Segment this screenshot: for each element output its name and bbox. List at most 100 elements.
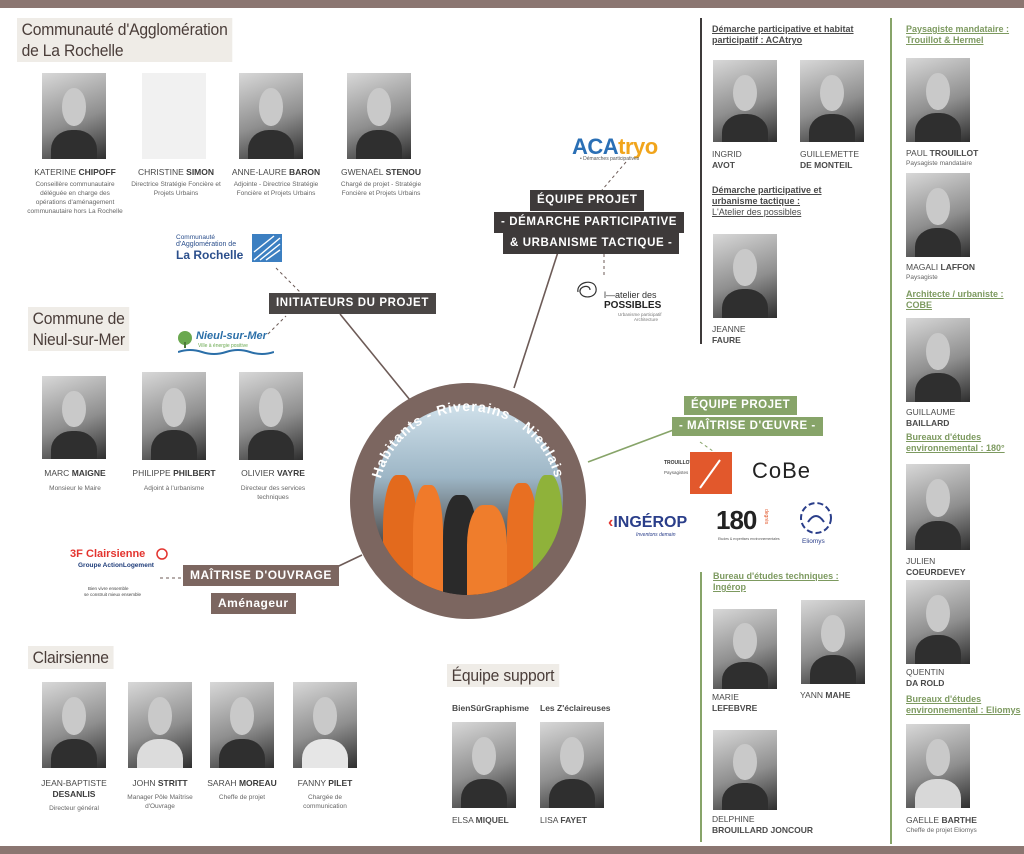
logo-atelier-text-1: l—atelier des [604, 290, 657, 300]
line-initiateurs [339, 313, 411, 401]
logo-cda-text-3: La Rochelle [176, 248, 244, 262]
line-dp [513, 251, 559, 389]
atelier-swirl-icon [577, 281, 597, 298]
photo-olivier-vayre [239, 372, 303, 460]
role-anne-laure-baron: Adjointe - Directrice Stratégie Foncière… [233, 181, 319, 197]
section-title-nieul-line1: Commune de [32, 309, 125, 328]
name-katerine-chipoff: KATERINE CHIPOFF [34, 167, 116, 177]
logo-eliomys: Eliomys [796, 500, 836, 550]
role-fanny-pilet: Chargée de communication [303, 794, 347, 810]
logo-clair-tag1: Bien vivre ensemble [88, 586, 129, 591]
section-title-cda-line2: de La Rochelle [21, 40, 124, 61]
section-title-clairsienne: Clairsienne [28, 646, 114, 669]
logo-trouillot-sub: Paysagistes [664, 470, 689, 475]
tree-icon [178, 331, 192, 348]
logo-trouillot-hermel: TROUILLOT & HERMEL Paysagistes [664, 452, 734, 496]
name-lisa-fayet: LISA FAYET [540, 815, 587, 825]
logo-ingerop-sub: Inventons demain [636, 532, 676, 538]
role-christine-simon: Directrice Stratégie Foncière et Projets… [131, 181, 221, 197]
svg-text:Habitants - Riverains - Nieula: Habitants - Riverains - Nieulais [368, 398, 568, 480]
heading-eclaireuses: Les Z'éclaireuses [540, 703, 611, 713]
dash-acatryo [601, 161, 627, 191]
name-paul-trouillot: PAUL TROUILLOT [906, 148, 979, 158]
logo-clairsienne: 3F Clairsienne Groupe ActionLogement Bie… [70, 548, 168, 602]
eliomys-globe-icon [800, 502, 832, 534]
logo-acatryo-sub: • Démarches participatives [580, 156, 640, 162]
role-john-stritt: Manager Pôle Maîtrise d'Ouvrage [127, 794, 193, 810]
logo-ingerop-text: ‹INGÉROP [608, 514, 688, 531]
center-curved-label: Habitants - Riverains - Nieulais [368, 398, 568, 480]
photo-anne-laure-baron [239, 73, 303, 159]
wave-icon [178, 349, 274, 355]
logo-180-sub: Etudes & expertises environnementales [718, 537, 780, 541]
name-gaelle-barthe: GAELLE BARTHE [906, 815, 977, 825]
heading-bet-ingerop: Bureau d'études techniques :Ingérop [713, 571, 839, 592]
photo-delphine-brouillard-joncour [713, 730, 777, 810]
photo-sarah-moreau [210, 682, 274, 768]
section-title-nieul: Commune de Nieul-sur-Mer [28, 307, 130, 351]
logo-atelier-possibles: l—atelier des POSSIBLES Urbanisme partic… [574, 278, 674, 322]
logo-clair-name: Clairsienne [86, 548, 146, 560]
logo-atelier-text-4: Architecture [634, 317, 659, 322]
section-title-support: Équipe support [447, 664, 559, 687]
section-title-cda: Communauté d'Agglomération de La Rochell… [17, 18, 233, 62]
photo-katerine-chipoff [42, 73, 106, 159]
clair-badge-icon [156, 548, 168, 560]
heading-paysagiste: Paysagiste mandataire :Trouillot & Herme… [906, 24, 1010, 45]
logo-cda-text-1: Communauté [176, 234, 216, 241]
logo-ingerop: ‹INGÉROP Inventons demain [608, 512, 698, 538]
logo-cobe: CoBe [752, 458, 812, 483]
photo-jean-baptiste-desanlis [42, 682, 106, 768]
photo-jeanne-faure [713, 234, 777, 318]
name-john-stritt: JOHN STRITT [132, 778, 188, 788]
logo-cda-mark [252, 234, 282, 262]
top-border [0, 0, 1024, 8]
label-maitrise-ouvrage: MAÎTRISE D'OUVRAGE [183, 565, 339, 586]
role-olivier-vayre: Directeur des services techniques [240, 485, 306, 501]
photo-gwenael-stenou [347, 73, 411, 159]
center-label-text: Habitants - Riverains - Nieulais [368, 398, 567, 480]
photo-lisa-fayet [540, 722, 604, 808]
divider-dp [700, 18, 702, 344]
logo-acatryo: ACAtryo • Démarches participatives [572, 134, 682, 164]
photo-guillaume-baillard [906, 318, 970, 402]
line-moe [587, 425, 685, 463]
photo-quentin-da-rold [906, 580, 970, 664]
label-equipe-moe-2: - MAÎTRISE D'ŒUVRE - [672, 417, 823, 436]
role-gaelle-barthe: Cheffe de projet Eliomys [906, 827, 977, 834]
dash-nieul [267, 315, 287, 335]
dash-cda [275, 267, 301, 293]
logo-trouillot-mark [690, 452, 732, 494]
divider-bet [700, 572, 702, 842]
center-photo [373, 405, 563, 595]
photo-elsa-miquel [452, 722, 516, 808]
name-fanny-pilet: FANNY PILET [297, 778, 353, 788]
photo-fanny-pilet [293, 682, 357, 768]
photo-guillemette-de-monteil [800, 60, 864, 142]
name-elsa-miquel: ELSA MIQUEL [452, 815, 509, 825]
photo-magali-laffon [906, 173, 970, 257]
logo-clair-tag2: se construit mieux ensemble [84, 592, 142, 597]
role-paul-trouillot: Paysagiste mandataire [906, 160, 973, 167]
label-equipe-dp-2: - DÉMARCHE PARTICIPATIVE [494, 212, 685, 233]
section-title-nieul-line2: Nieul-sur-Mer [32, 330, 126, 349]
name-gwenael-stenou: GWENAËL STENOU [341, 167, 421, 177]
logo-cda-text-2: d'Agglomération de [176, 241, 237, 248]
heading-biensurgraphisme: BienSûrGraphisme [452, 703, 529, 713]
logo-clair-group: Groupe ActionLogement [78, 562, 154, 569]
label-equipe-moe-1: ÉQUIPE PROJET [684, 396, 798, 415]
photo-paul-trouillot [906, 58, 970, 142]
logo-acatryo-text: ACAtryo [572, 134, 658, 159]
